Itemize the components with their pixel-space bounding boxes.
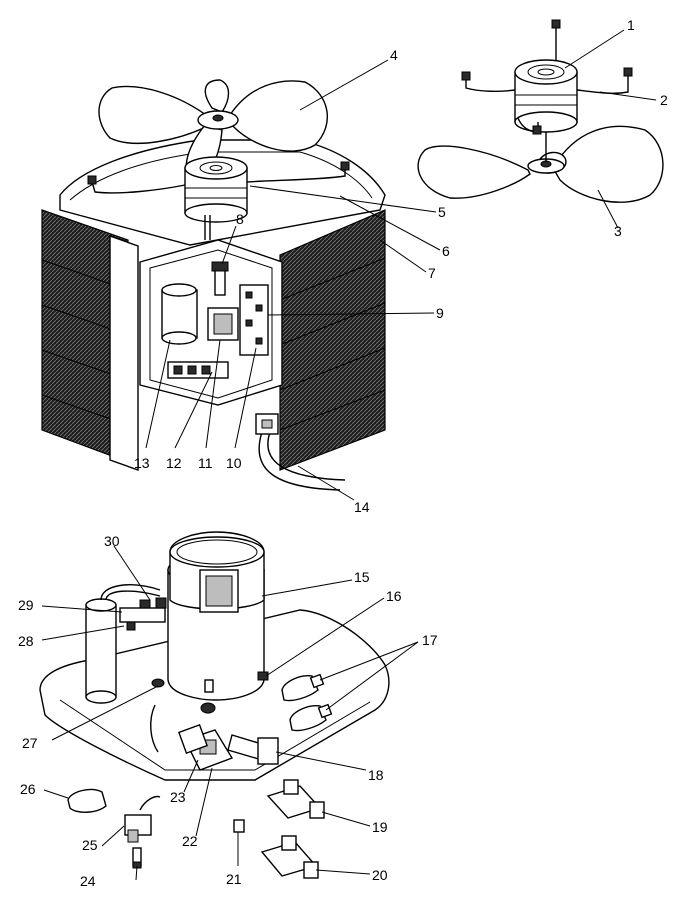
callout-30: 30 [104,533,120,549]
callout-11: 11 [198,455,213,471]
callout-22: 22 [182,833,198,849]
callout-14: 14 [354,499,370,515]
fuse [214,269,226,296]
callout-23: 23 [170,789,186,805]
fan-blade-left [417,145,531,199]
callout-18: 18 [368,767,384,783]
callout-16: 16 [386,588,402,604]
callout-21: 21 [226,871,242,887]
accumulator [85,604,117,698]
coil-right-face [279,209,386,471]
part-21-cap [233,819,245,833]
loose-parts [67,779,325,879]
callout-10: 10 [226,455,242,471]
part-19-tee-valve [266,779,325,819]
fan-blade-right-4 [229,80,329,152]
callout-19: 19 [372,819,388,835]
fan-blade-left-4 [98,85,211,144]
terminal-block [167,361,229,379]
bracket-bolt-bottom [532,125,542,135]
callout-13: 13 [134,455,150,471]
callout-9: 9 [436,305,444,321]
reversing-valve [119,607,166,623]
callout-20: 20 [372,867,388,883]
bracket-bolt-left [461,71,471,81]
condenser-unit [41,79,386,491]
callout-12: 12 [166,455,182,471]
bracket-bolt-right [623,67,633,77]
callout-29: 29 [18,597,34,613]
fan-motor-assembly-detail [417,19,664,203]
fan-blade-right [552,125,664,203]
callout-labels: 1 2 3 4 5 6 7 8 9 10 11 12 13 14 15 16 1… [18,17,668,889]
callout-3: 3 [614,223,622,239]
part-20-tee-valve [260,835,319,879]
callout-28: 28 [18,633,34,649]
callout-8: 8 [236,211,244,227]
callout-15: 15 [354,569,370,585]
callout-4: 4 [390,47,398,63]
capacitor [161,289,198,339]
part-26-strainer [67,788,107,813]
grommet [257,671,269,681]
callout-27: 27 [22,735,38,751]
callout-25: 25 [82,837,98,853]
callout-17: 17 [422,632,438,648]
callout-1: 1 [627,17,635,33]
leader-lines [41,29,657,881]
compressor-base-assembly [39,531,390,781]
callout-5: 5 [438,204,446,220]
callout-24: 24 [80,873,96,889]
callout-6: 6 [442,243,450,259]
contactor [207,307,239,341]
callout-2: 2 [660,92,668,108]
callout-26: 26 [20,781,36,797]
control-board [239,284,269,356]
callout-7: 7 [428,265,436,281]
